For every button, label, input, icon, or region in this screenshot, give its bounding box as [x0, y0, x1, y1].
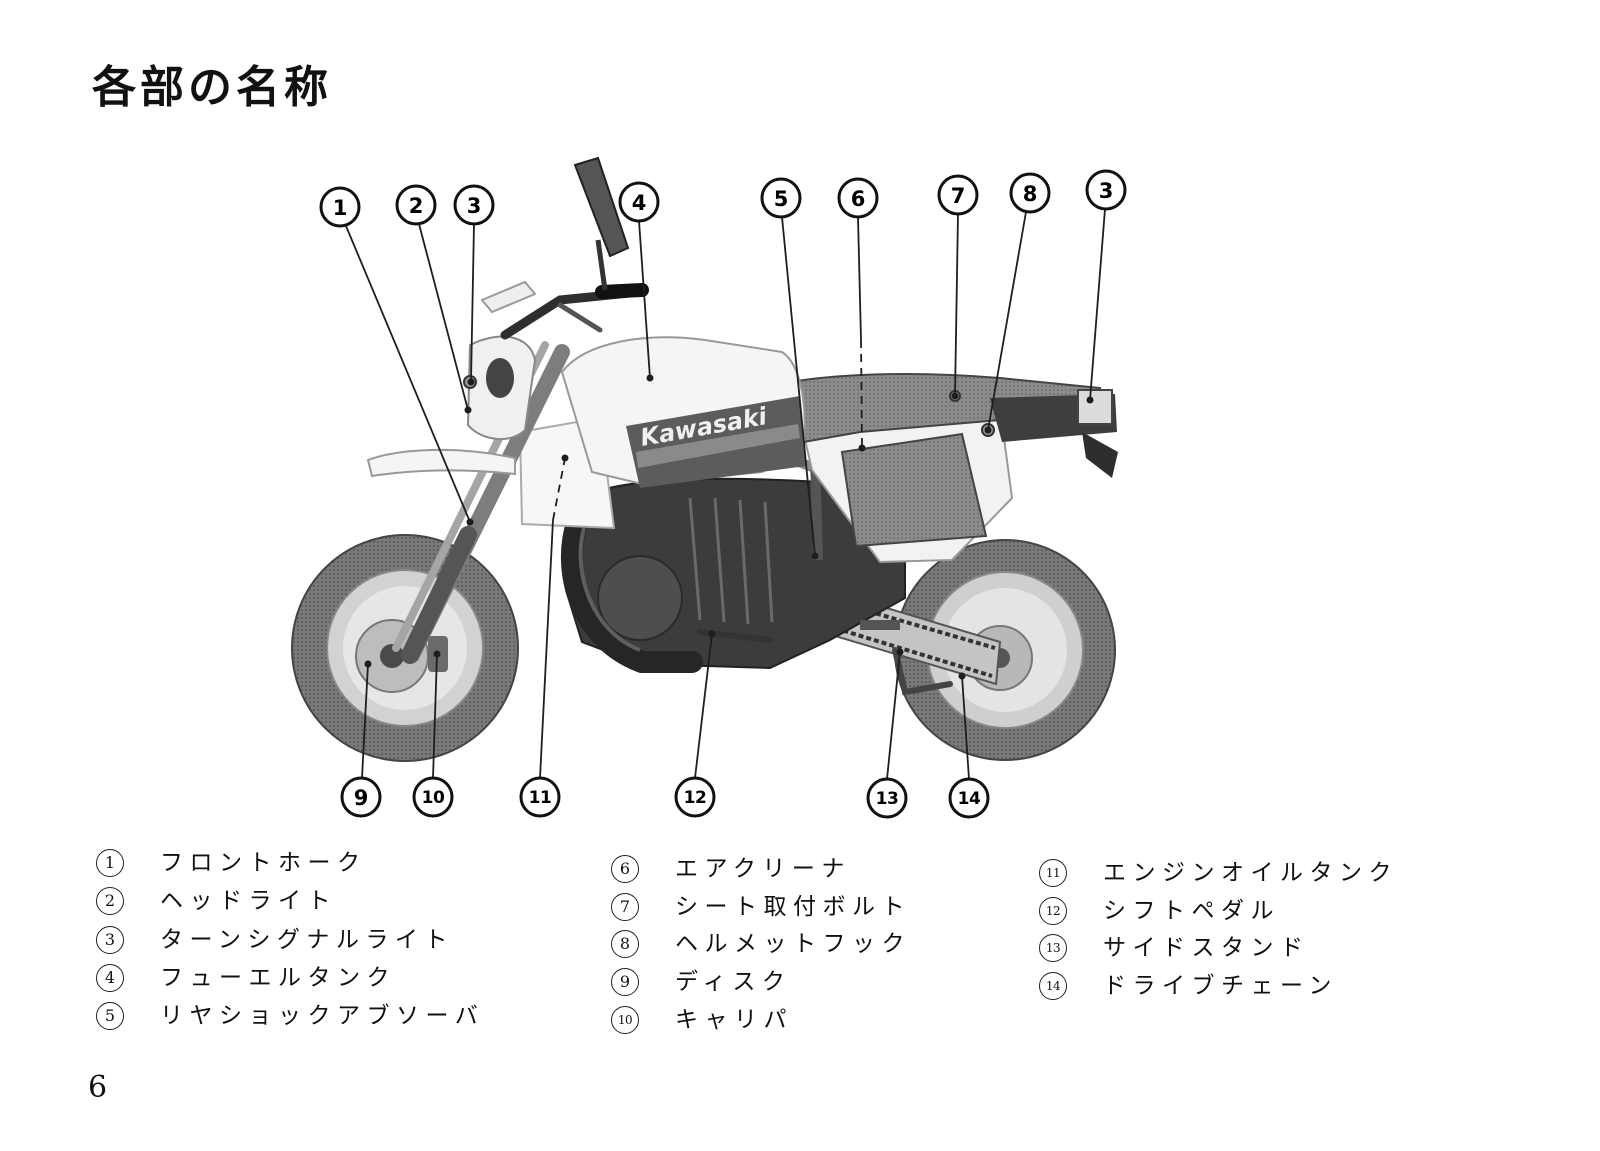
legend-number: 5: [96, 1002, 124, 1030]
legend-label: キャリパ: [675, 1005, 793, 1035]
leader-line-13: [887, 652, 900, 779]
callout-number: 1: [333, 196, 348, 220]
callout-number: 11: [529, 788, 552, 808]
legend-number: 4: [96, 964, 124, 992]
callout: 6: [839, 179, 877, 217]
legend-number: 1: [96, 849, 124, 877]
rear-turn-signal: [1078, 390, 1112, 424]
legend-number: 9: [611, 968, 639, 996]
leader-line-11: [540, 520, 553, 778]
legend-item: 2 ヘッドライト: [96, 886, 337, 916]
callout: 7: [939, 176, 977, 214]
legend-number: 3: [96, 926, 124, 954]
mirror: [575, 158, 628, 290]
legend-item: 7 シート取付ボルト: [611, 892, 911, 922]
legend-label: ヘッドライト: [160, 886, 337, 916]
rear-mudguard: [1082, 432, 1118, 478]
legend-label: ディスク: [675, 967, 791, 997]
motorcycle-photo: Kawasaki: [292, 158, 1118, 761]
callout: 5: [762, 179, 800, 217]
legend-number: 14: [1039, 972, 1067, 1000]
callout-number: 3: [467, 194, 482, 218]
leader-line-7: [955, 214, 958, 396]
legend-item: 6 エアクリーナ: [611, 854, 851, 884]
legend-number: 2: [96, 887, 124, 915]
legend-number: 13: [1039, 934, 1067, 962]
callout-number: 8: [1023, 182, 1038, 206]
callout-number: 3: [1099, 179, 1114, 203]
legend-label: エアクリーナ: [675, 854, 851, 884]
leader-line-2: [419, 224, 468, 410]
callout-number: 10: [422, 788, 445, 808]
legend-number: 10: [611, 1006, 639, 1034]
legend-number: 8: [611, 930, 639, 958]
legend-label: ターンシグナルライト: [160, 925, 454, 955]
legend-label: サイドスタンド: [1103, 933, 1310, 963]
page-number: 6: [88, 1070, 107, 1106]
callout: 10: [414, 778, 452, 816]
brake-lever: [560, 305, 600, 330]
callout: 11: [521, 778, 559, 816]
legend-label: リヤショックアブソーバ: [160, 1001, 484, 1031]
legend-item: 3 ターンシグナルライト: [96, 925, 454, 955]
visor: [482, 282, 535, 312]
callout-number: 4: [632, 191, 647, 215]
legend-label: エンジンオイルタンク: [1103, 858, 1398, 888]
callout-number: 7: [951, 184, 966, 208]
callout-number: 13: [876, 789, 899, 809]
handle-grip: [602, 290, 642, 292]
footpeg: [860, 620, 900, 630]
callout-number: 2: [409, 194, 424, 218]
legend-item: 5 リヤショックアブソーバ: [96, 1001, 484, 1031]
callout: 2: [397, 186, 435, 224]
legend-item: 13 サイドスタンド: [1039, 933, 1310, 963]
legend-item: 14 ドライブチェーン: [1039, 971, 1338, 1001]
legend-item: 4 フューエルタンク: [96, 963, 396, 993]
legend-item: 1 フロントホーク: [96, 848, 367, 878]
callout: 4: [620, 183, 658, 221]
legend-label: シート取付ボルト: [675, 892, 911, 922]
callout: 1: [321, 188, 359, 226]
callouts-bottom: 9 10 11 12 13 14: [342, 778, 988, 817]
leader-line-1: [346, 226, 470, 522]
legend-label: ドライブチェーン: [1103, 971, 1338, 1001]
callout: 3: [1087, 171, 1125, 209]
callout: 13: [868, 779, 906, 817]
legend-item: 12 シフトペダル: [1039, 896, 1280, 926]
callout-number: 6: [851, 187, 866, 211]
callout-number: 9: [354, 786, 369, 810]
callouts-top: 1 2 3 4 5 6 7 8: [321, 171, 1125, 226]
leader-line-3-rear: [1090, 209, 1105, 400]
leader-line-6: [858, 217, 861, 340]
callout: 8: [1011, 174, 1049, 212]
legend-item: 10 キャリパ: [611, 1005, 793, 1035]
legend-label: ヘルメットフック: [675, 929, 911, 959]
callout: 3: [455, 186, 493, 224]
callout: 9: [342, 778, 380, 816]
callout-number: 5: [774, 187, 789, 211]
legend-label: フロントホーク: [160, 848, 367, 878]
legend-label: フューエルタンク: [160, 963, 396, 993]
legend-item: 9 ディスク: [611, 967, 791, 997]
legend-label: シフトペダル: [1103, 896, 1280, 926]
callout-number: 14: [958, 789, 981, 809]
legend-number: 11: [1039, 859, 1067, 887]
legend-number: 7: [611, 893, 639, 921]
legend-item: 8 ヘルメットフック: [611, 929, 911, 959]
legend-number: 6: [611, 855, 639, 883]
legend-number: 12: [1039, 897, 1067, 925]
callout-number: 12: [684, 788, 707, 808]
legend-item: 11 エンジンオイルタンク: [1039, 858, 1398, 888]
callout: 12: [676, 778, 714, 816]
callout: 14: [950, 779, 988, 817]
